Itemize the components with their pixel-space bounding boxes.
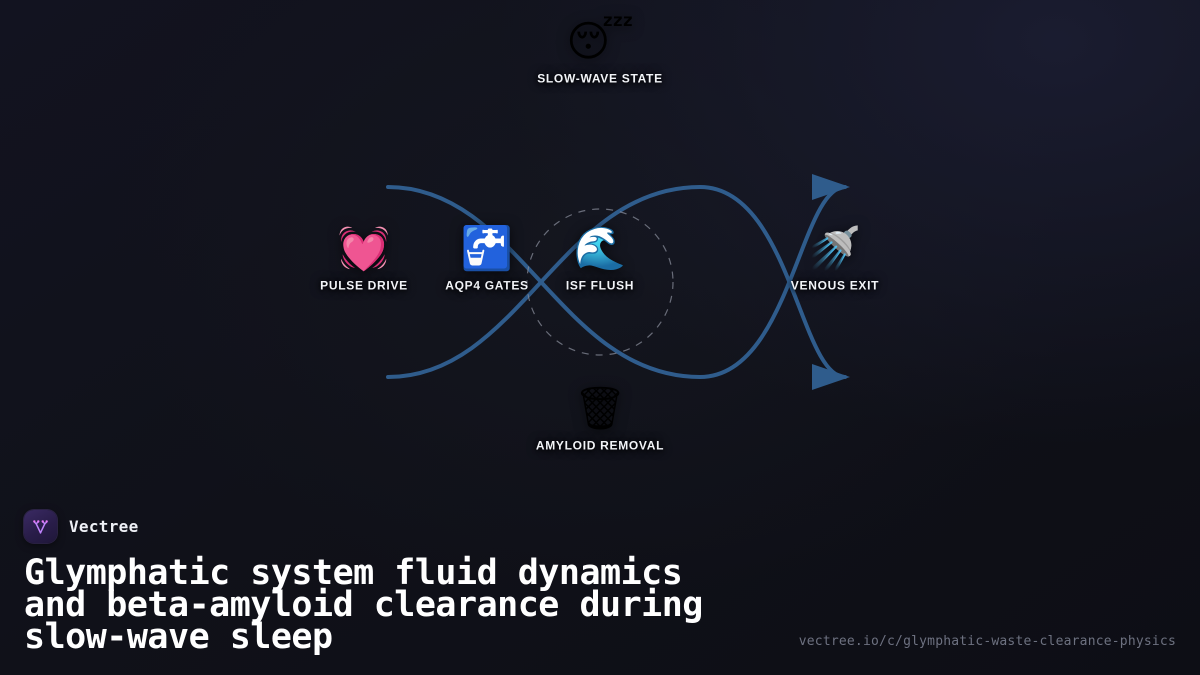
node-label-isf-flush: ISF FLUSH <box>565 278 635 293</box>
brand: Vectree <box>24 510 1176 543</box>
node-label-pulse-drive: PULSE DRIVE <box>320 278 408 293</box>
page-title: Glymphatic system fluid dynamics and bet… <box>24 553 703 657</box>
diagram-node-amyloid-removal[interactable]: 🗑 AMYLOID REMOVAL <box>490 383 710 453</box>
diagram-node-slow-wave-state[interactable]: 😴 SLOW-WAVE STATE <box>490 16 710 86</box>
diagram-node-aqp4-gates[interactable]: 🚰 AQP4 GATES <box>377 223 597 293</box>
card-footer: Vectree Glymphatic system fluid dynamics… <box>0 510 1200 675</box>
node-label-slow-wave-state: SLOW-WAVE STATE <box>537 71 663 86</box>
diagram-node-pulse-drive[interactable]: 💓 PULSE DRIVE <box>254 223 474 293</box>
beating-heart-icon: 💓 <box>337 223 391 273</box>
vectree-tree-logo-icon <box>24 510 57 543</box>
potable-water-icon: 🚰 <box>460 223 514 273</box>
share-url: vectree.io/c/glymphatic-waste-clearance-… <box>798 634 1176 649</box>
sleeping-face-icon: 😴 <box>566 16 634 66</box>
arrowhead-upper-arrow <box>812 174 850 200</box>
diagram-node-isf-flush[interactable]: 🌊 ISF FLUSH <box>490 223 710 293</box>
water-wave-icon: 🌊 <box>573 223 627 273</box>
shower-icon: 🚿 <box>808 223 862 273</box>
diagram-node-venous-exit[interactable]: 🚿 VENOUS EXIT <box>725 223 945 293</box>
arrowhead-lower-arrow <box>812 364 850 390</box>
node-label-amyloid-removal: AMYLOID REMOVAL <box>535 438 665 453</box>
node-label-venous-exit: VENOUS EXIT <box>790 278 880 293</box>
node-label-aqp4-gates: AQP4 GATES <box>445 278 529 293</box>
brand-name: Vectree <box>69 517 139 536</box>
wastebasket-icon: 🗑 <box>573 383 627 433</box>
